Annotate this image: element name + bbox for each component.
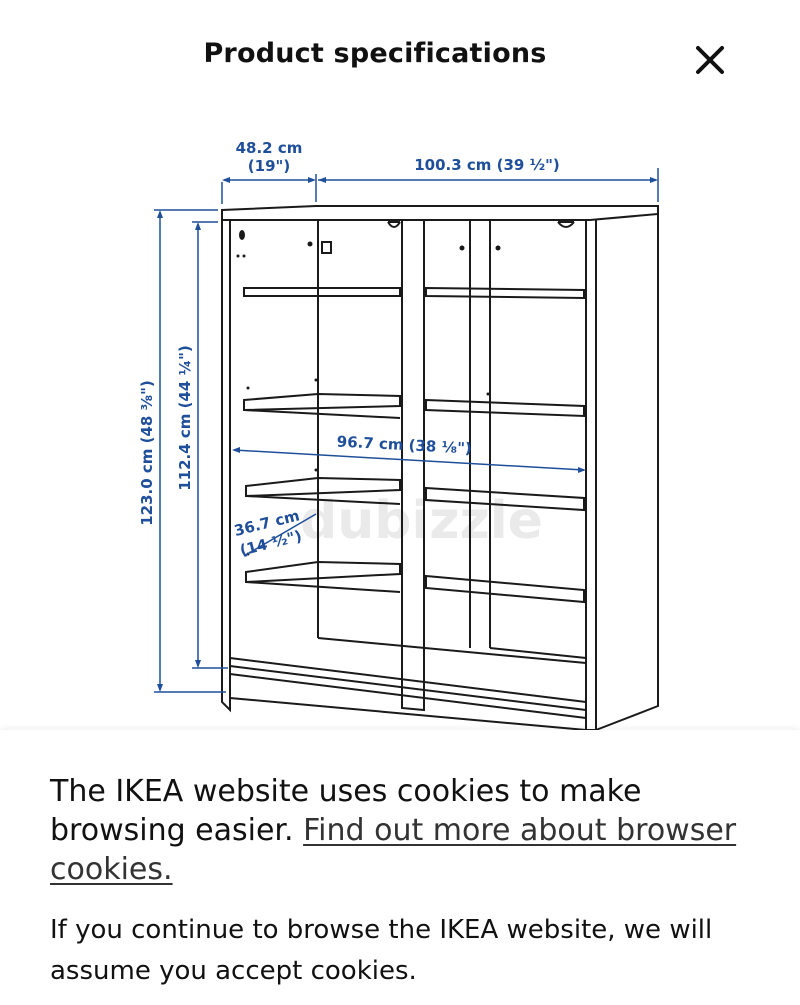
cabinet-details: [236, 230, 501, 556]
depth-dimension-cm: 48.2 cm: [236, 139, 303, 157]
cabinet-hinge-details: [321, 221, 575, 254]
cabinet-outline: [221, 205, 659, 731]
cookie-message-text: The IKEA website uses cookies to make br…: [50, 774, 642, 848]
cookie-banner: The IKEA website uses cookies to make br…: [0, 730, 800, 1005]
close-button[interactable]: [688, 38, 732, 82]
inner-height-dimension: 112.4 cm (44 ¼"): [176, 345, 194, 491]
page-title: Product specifications: [203, 38, 547, 69]
cookie-message: The IKEA website uses cookies to make br…: [50, 772, 750, 889]
inner-width-dimension: 96.7 cm (38 ⅛"): [336, 432, 472, 457]
product-dimension-drawing: dubizzle: [0, 118, 800, 733]
total-height-dimension: 123.0 cm (48 ⅜"): [138, 380, 156, 526]
width-dimension: 100.3 cm (39 ½"): [414, 156, 560, 174]
dimension-lines: [154, 168, 659, 693]
depth-dimension-in: (19"): [248, 157, 290, 175]
cabinet-line-drawing: dubizzle: [138, 139, 659, 731]
cookie-info-link[interactable]: Find out more about browser cookies.: [50, 813, 737, 887]
modal-header: Product specifications: [0, 0, 800, 110]
cookie-continue-text: If you continue to browse the IKEA websi…: [50, 915, 713, 986]
close-icon: [696, 46, 724, 74]
